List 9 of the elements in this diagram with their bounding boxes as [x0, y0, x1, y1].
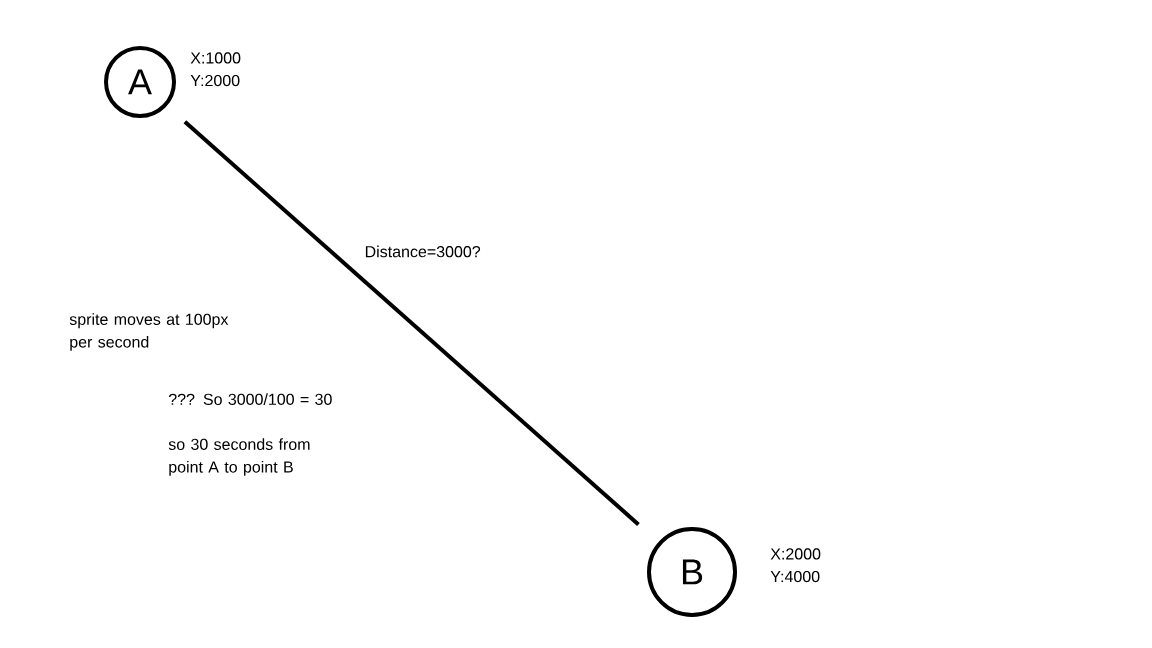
- coordinates-text: X:1000 Y:2000: [190, 52, 241, 87]
- coordinates-text: X:2000 Y:4000: [770, 548, 821, 583]
- circle-node: A: [104, 46, 176, 118]
- circle-node: B: [647, 527, 737, 617]
- note-text: sprite moves at 100px per second: [69, 313, 229, 351]
- note-text: so 30 seconds from point A to point B: [168, 438, 310, 476]
- edge-label: Distance=3000?: [363, 244, 483, 259]
- note-text: ??? So 3000/100 = 30: [168, 393, 332, 405]
- line: [183, 120, 640, 526]
